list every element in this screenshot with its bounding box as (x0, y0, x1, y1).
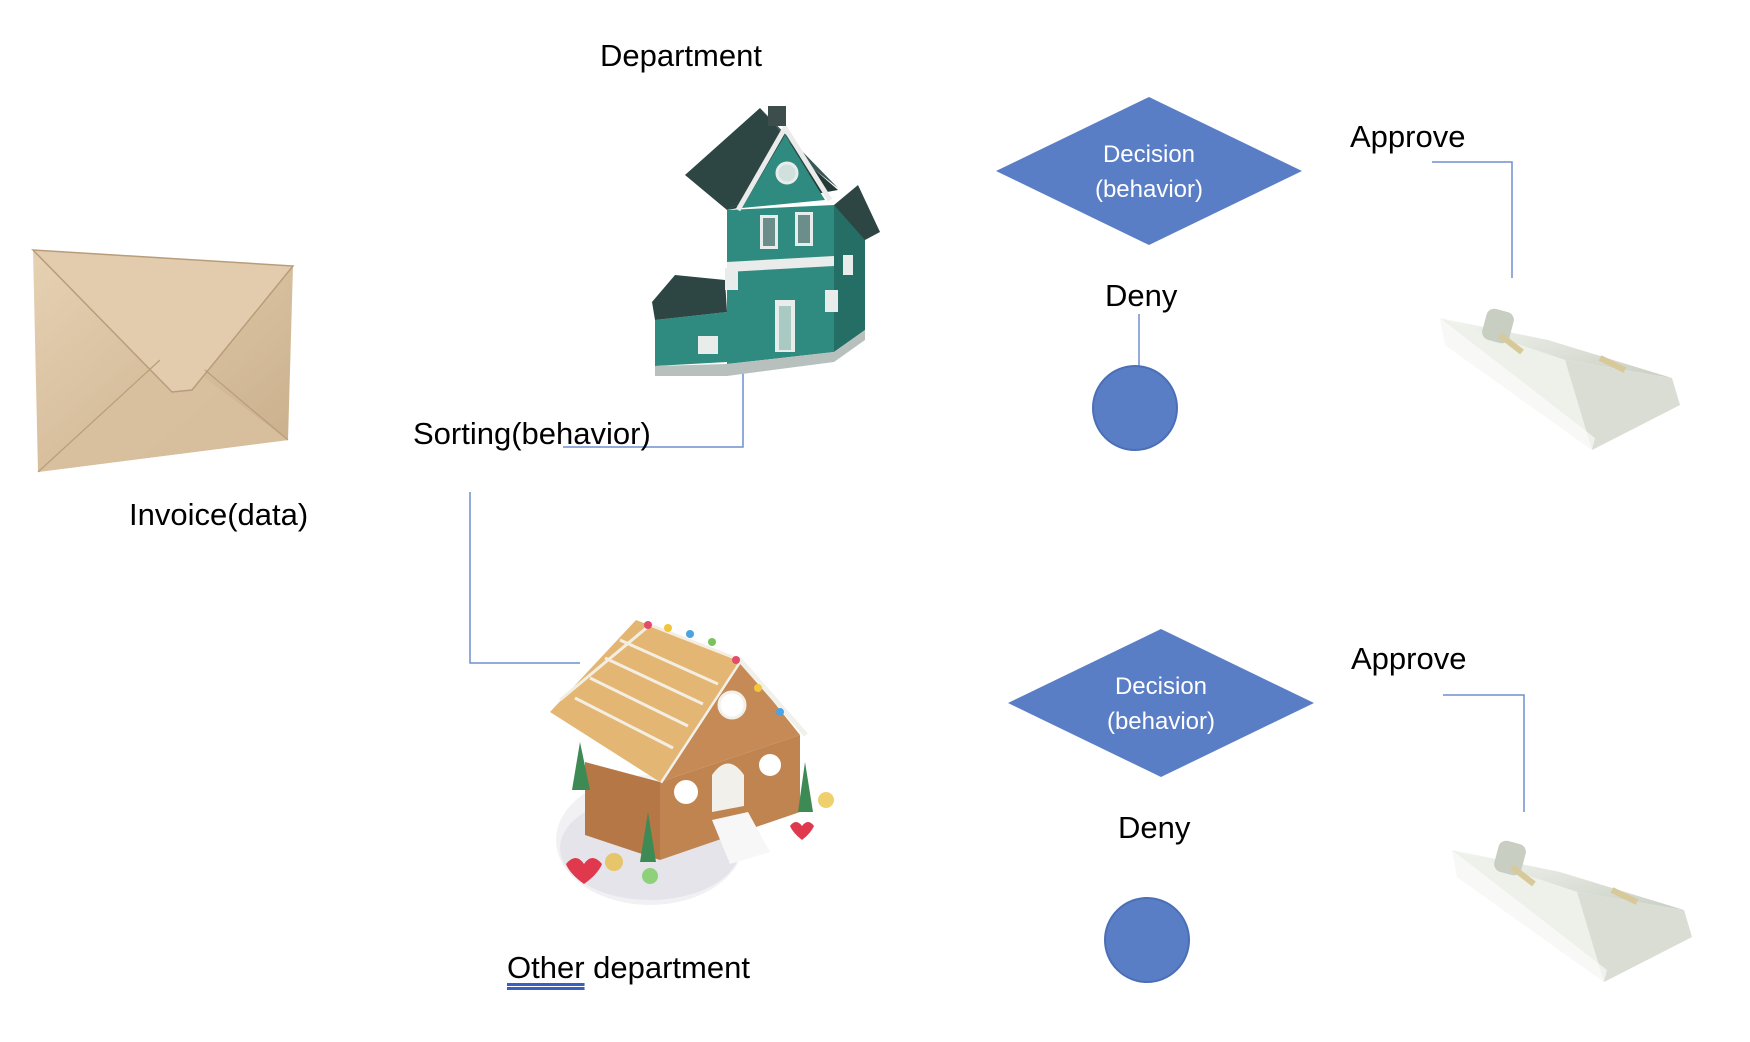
other-department-rest: department (584, 950, 750, 985)
other-department-label: Other department (507, 952, 750, 983)
invoice-label: Invoice(data) (129, 497, 309, 532)
gingerbread-house-icon (550, 620, 834, 905)
approve-bottom-label: Approve (1351, 641, 1467, 676)
decision-bottom-line2: (behavior) (1107, 708, 1215, 735)
deny-top-label: Deny (1105, 278, 1178, 313)
green-house-icon (652, 106, 880, 376)
other-department-first-word: Other (507, 950, 585, 985)
connector-sorting-to-other-department (469, 492, 580, 664)
money-stack-icon (1440, 308, 1680, 450)
approve-top-label: Approve (1350, 119, 1466, 154)
decision-diamond-top: Decision (behavior) (996, 97, 1302, 245)
envelope-icon (31, 249, 295, 473)
decision-diamond-bottom: Decision (behavior) (1008, 629, 1314, 777)
decision-top-line1: Decision (1103, 141, 1195, 168)
sorting-label: Sorting(behavior) (413, 416, 651, 451)
deny-circle-bottom (1104, 897, 1190, 983)
decision-top-line2: (behavior) (1095, 176, 1203, 203)
connector-sorting-to-department (563, 370, 744, 448)
connector-approve-bottom (1443, 694, 1525, 812)
money-stack-icon (1452, 840, 1692, 982)
deny-bottom-label: Deny (1118, 810, 1191, 845)
department-label: Department (600, 38, 762, 73)
decision-bottom-line1: Decision (1115, 673, 1207, 700)
connector-approve-top (1432, 161, 1513, 278)
deny-circle-top (1092, 365, 1178, 451)
